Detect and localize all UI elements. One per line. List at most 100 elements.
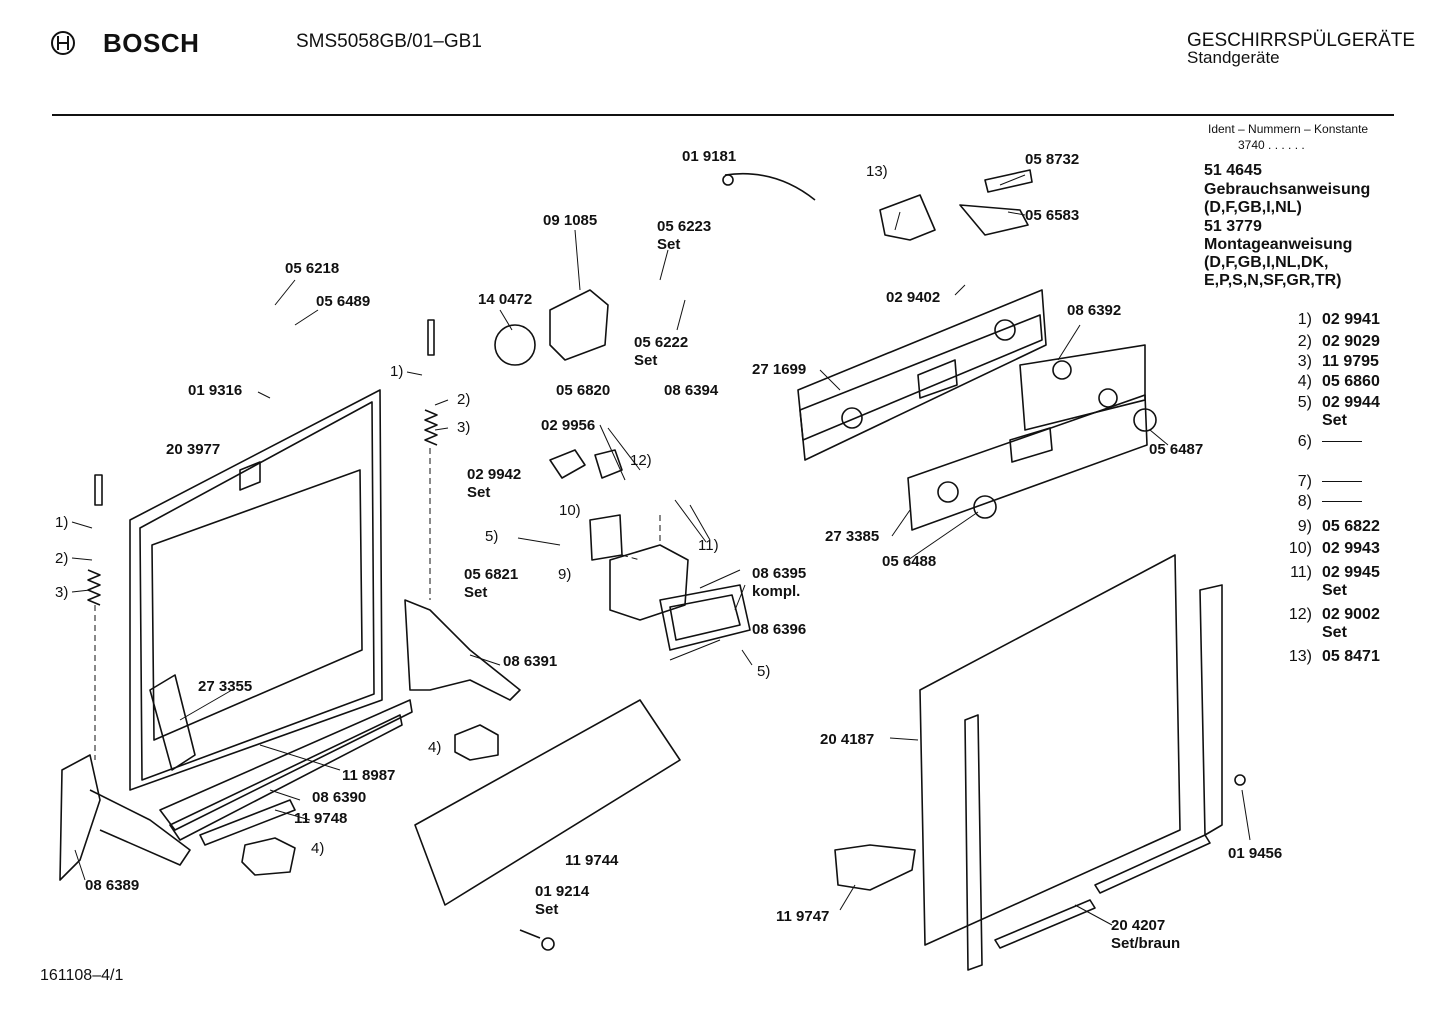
part-label: Set [467, 484, 491, 501]
legend-row: 7) [1282, 473, 1362, 491]
part-label: 08 6392 [1067, 302, 1122, 319]
part-label: 11 8987 [342, 767, 396, 784]
timer-body [549, 289, 609, 361]
screw-right [427, 319, 435, 356]
clip-part [454, 724, 499, 761]
legend-key: 2) [1297, 333, 1312, 350]
lock-body [609, 544, 689, 621]
legend-row: 2)02 9029 [1282, 333, 1380, 351]
part-label: Set [535, 901, 559, 918]
part-label: 01 9316 [188, 382, 243, 399]
part-label: 20 4187 [820, 731, 875, 748]
part-label: 01 9214 [535, 883, 590, 900]
part-label: 05 6487 [1149, 441, 1204, 458]
part-label: 14 0472 [478, 291, 533, 308]
knob-part [549, 449, 586, 479]
toe-panel [414, 699, 681, 906]
part-label: Set [634, 352, 658, 369]
legend-row: 4)05 6860 [1282, 373, 1380, 391]
legend-row: 12) 02 9002 [1282, 606, 1380, 624]
legend-value: 05 8471 [1322, 648, 1380, 665]
legend-value: 02 9945 [1322, 564, 1380, 581]
doc-line: 51 4645 [1204, 162, 1262, 179]
part-label: 05 6222 [634, 334, 689, 351]
part-label: kompl. [752, 583, 801, 600]
legend-row: 1)02 9941 [1282, 311, 1380, 329]
control-panel-frame [797, 289, 1047, 461]
part-label: 08 6394 [664, 382, 719, 399]
doc-line: (D,F,GB,I,NL,DK, [1204, 254, 1329, 271]
legend-key: 12) [1288, 606, 1312, 623]
bottom-trim [994, 899, 1096, 949]
part-label: 1) [55, 514, 69, 531]
legend-value: 02 9943 [1322, 540, 1380, 557]
part-label: 3) [55, 584, 69, 601]
part-label: 05 6583 [1025, 207, 1080, 224]
legend-row: 13) 05 8471 [1282, 648, 1380, 666]
part-label: Set [657, 236, 681, 253]
legend-row: 8) [1282, 493, 1362, 511]
legend-row: 10) 02 9943 [1282, 540, 1380, 558]
legend-key: 11) [1290, 564, 1312, 581]
control-panel-front [799, 314, 1043, 441]
legend-key: 13) [1288, 648, 1312, 665]
lamp [984, 169, 1033, 193]
legend-key: 10) [1288, 540, 1312, 557]
part-label: 01 9181 [682, 148, 737, 165]
legend-extra: Set [1322, 624, 1347, 641]
part-label: 2) [457, 391, 471, 408]
part-label: 5) [757, 663, 771, 680]
part-label: 08 6396 [752, 621, 807, 638]
bottom-trim [1094, 834, 1211, 894]
bosch-logo-icon [50, 30, 76, 56]
bottom-rail-inner [169, 714, 403, 841]
part-label: 05 6223 [657, 218, 712, 235]
lock-frame [659, 584, 751, 651]
part-label: 02 9942 [467, 466, 522, 483]
doc-line: E,P,S,N,SF,GR,TR) [1204, 272, 1342, 289]
legend-value: 02 9944 [1322, 394, 1380, 411]
front-panel [907, 394, 1148, 531]
bracket-arm [959, 204, 1029, 236]
hinge-arm [89, 789, 191, 866]
part-label: 3) [457, 419, 471, 436]
part-label: 05 6488 [882, 553, 937, 570]
doc-line: Montageanweisung [1204, 236, 1353, 253]
part-label: 4) [428, 739, 442, 756]
knob [973, 495, 997, 519]
part-label: 08 6395 [752, 565, 807, 582]
side-strip [149, 674, 196, 771]
legend-empty-dash [1322, 481, 1362, 483]
part-label: Set/braun [1111, 935, 1181, 952]
drawing-code: 161108–4/1 [40, 967, 124, 984]
legend-key: 7) [1297, 473, 1312, 490]
legend-extra: Set [1322, 412, 1347, 429]
lock-frame-inner [669, 594, 741, 641]
part-label: 05 8732 [1025, 151, 1080, 168]
screw-bottom [541, 937, 555, 951]
legend-value: 02 9002 [1322, 606, 1380, 623]
legend-key: 3) [1297, 353, 1312, 370]
legend-empty-dash [1322, 501, 1362, 503]
model-number: SMS5058GB/01–GB1 [296, 31, 482, 52]
screw-right [1234, 774, 1246, 786]
hinge-left [59, 754, 101, 881]
part-label: 27 1699 [752, 361, 807, 378]
part-label: 27 3355 [198, 678, 253, 695]
legend-row: 5)02 9944 [1282, 394, 1380, 412]
ident-value: 3740 . . . . . . [1238, 138, 1305, 152]
legend-value: 05 6822 [1322, 518, 1380, 535]
doc-line: (D,F,GB,I,NL) [1204, 199, 1302, 216]
motor-wheel [494, 324, 536, 366]
part-label: 08 6390 [312, 789, 367, 806]
hinge-right [834, 844, 916, 891]
legend-key: 8) [1297, 493, 1312, 510]
legend-row: 6) [1282, 433, 1362, 451]
part-label: 02 9402 [886, 289, 941, 306]
part-label: 09 1085 [543, 212, 598, 229]
legend-key: 9) [1297, 518, 1312, 535]
knob [1133, 408, 1157, 432]
doc-line: 51 3779 [1204, 218, 1262, 235]
door-switch [879, 194, 936, 241]
